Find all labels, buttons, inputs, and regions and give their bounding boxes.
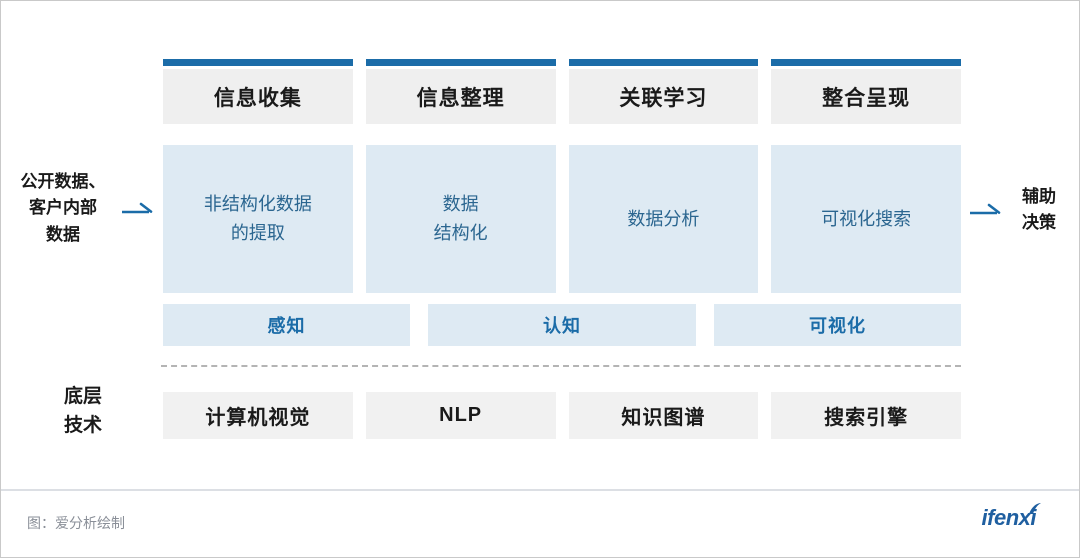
technology-box-knowledge-graph: 知识图谱 (568, 392, 759, 439)
footer: 图：爱分析绘制 ifenxi (1, 489, 1079, 557)
stage-body: 数据分析 (568, 145, 759, 293)
source-note: 图：爱分析绘制 (27, 515, 125, 531)
stage-header: 信息整理 (365, 69, 556, 124)
column-accent-bar (163, 59, 353, 66)
stage-body: 数据 结构化 (365, 145, 556, 293)
stage-column-4: 整合呈现 可视化搜索 (771, 59, 961, 293)
column-accent-bar (365, 59, 556, 66)
technology-box-computer-vision: 计算机视觉 (163, 392, 353, 439)
capability-box-cognition: 认知 (428, 304, 696, 346)
output-label-group: 辅助 决策 (969, 184, 1079, 237)
stage-body: 非结构化数据 的提取 (163, 145, 353, 293)
input-label-group: 公开数据、 客户内部 数据 (9, 169, 159, 248)
stage-column-3: 关联学习 数据分析 (568, 59, 759, 293)
capability-box-visualization: 可视化 (714, 304, 961, 346)
technology-row: 计算机视觉 NLP 知识图谱 搜索引擎 (163, 392, 961, 439)
stage-column-2: 信息整理 数据 结构化 (365, 59, 556, 293)
arrow-right-icon (122, 202, 153, 213)
stage-columns: 信息收集 非结构化数据 的提取 信息整理 数据 结构化 关联学习 数据分析 整合… (163, 59, 961, 293)
stage-column-1: 信息收集 非结构化数据 的提取 (163, 59, 353, 293)
foundation-tech-label: 底层 技术 (63, 386, 102, 436)
technology-box-nlp: NLP (365, 392, 556, 439)
stage-header: 整合呈现 (771, 69, 961, 124)
technology-box-search-engine: 搜索引擎 (771, 392, 961, 439)
stage-body: 可视化搜索 (771, 145, 961, 293)
ifenxi-logo: ifenxi (981, 503, 1043, 530)
logo-wordmark: ifenxi (981, 505, 1037, 530)
stage-header: 关联学习 (568, 69, 759, 124)
arrow-right-icon (970, 204, 1001, 215)
column-accent-bar (771, 59, 961, 66)
input-label: 公开数据、 客户内部 数据 (20, 172, 106, 244)
column-accent-bar (568, 59, 759, 66)
capability-box-perception: 感知 (163, 304, 410, 346)
section-divider (161, 365, 961, 367)
swoosh-mark-icon (1029, 503, 1041, 514)
capability-flow-diagram: 公开数据、 客户内部 数据 辅助 决策 底层 技术 信息收集 非结构化数据 的提… (1, 1, 1079, 481)
stage-header: 信息收集 (163, 69, 353, 124)
capability-band: 感知 认知 可视化 (163, 304, 961, 346)
output-label: 辅助 决策 (1022, 187, 1056, 233)
